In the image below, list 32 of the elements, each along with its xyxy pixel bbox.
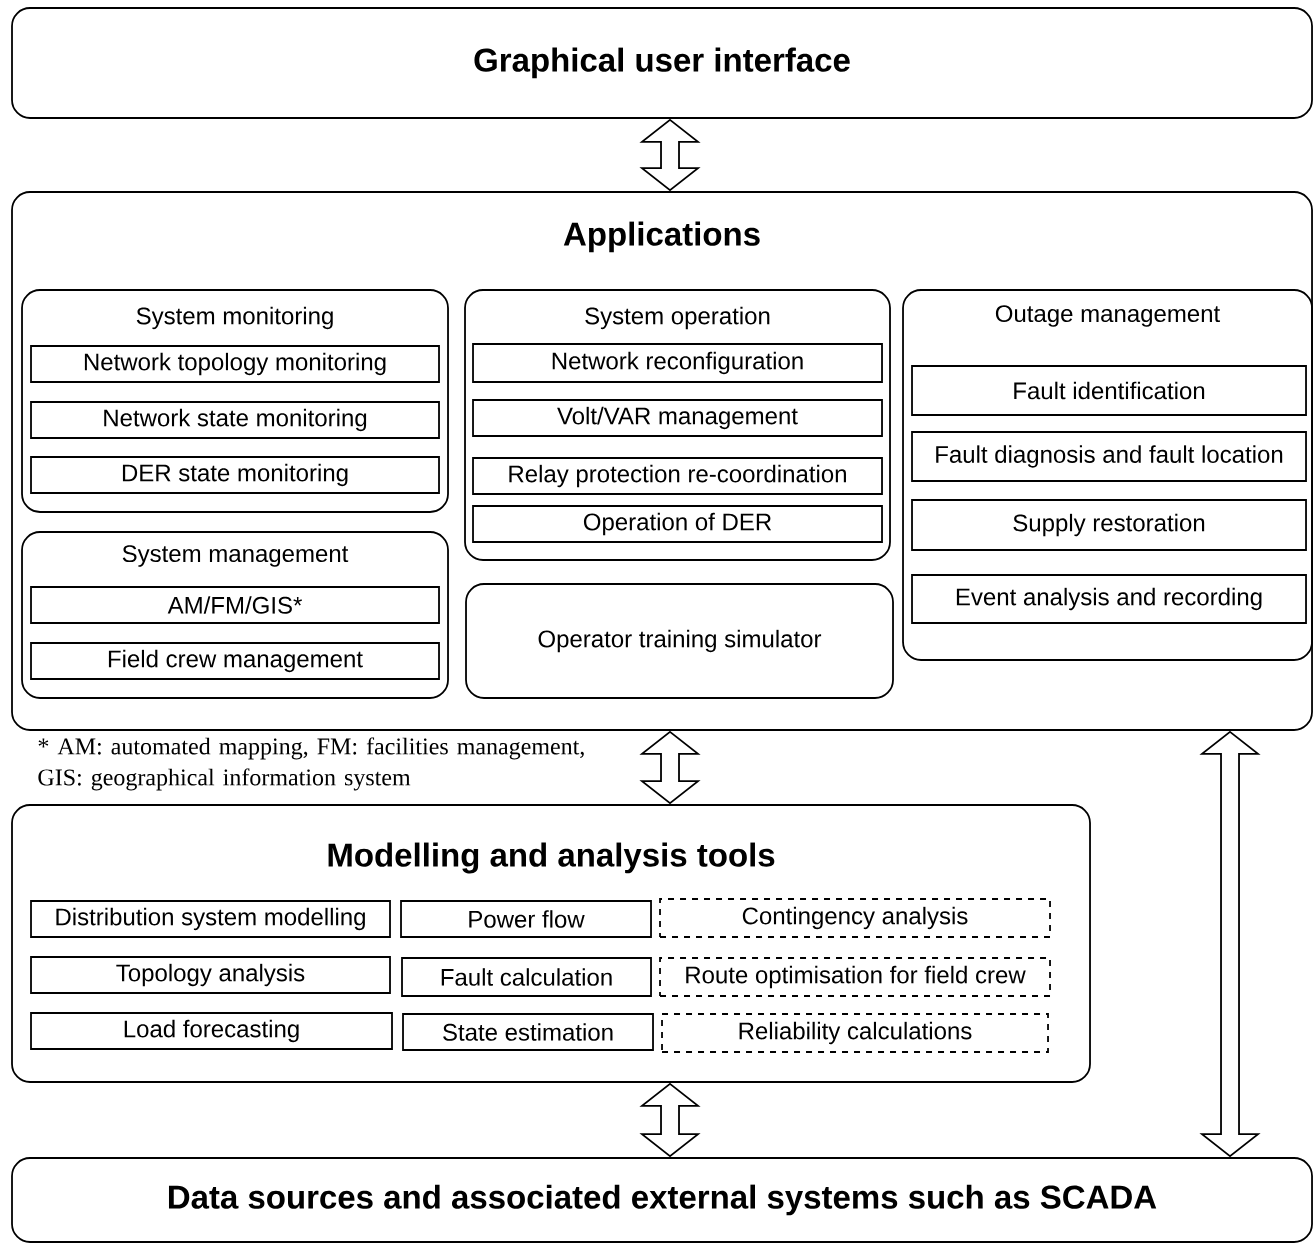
layer-box: Data sources and associated external systems such as SCADA <box>11 1157 1313 1243</box>
function-box: Topology analysis <box>30 956 391 994</box>
footnote: * AM: automated mapping, FM: facilities management, GIS: geographical information system <box>38 737 584 791</box>
function-box: Operation of DER <box>472 505 883 543</box>
function-box: AM/FM/GIS* <box>30 586 440 624</box>
function-box: DER state monitoring <box>30 456 440 494</box>
function-box: Relay protection re-coordination <box>472 457 883 495</box>
function-box: Power flow <box>400 900 652 938</box>
group-heading: Outage management <box>995 305 1221 327</box>
function-box: Field crew management <box>30 642 440 680</box>
function-box: Network topology monitoring <box>30 345 440 383</box>
function-box: Reliability calculations <box>661 1013 1049 1053</box>
function-box: Network state monitoring <box>30 401 440 439</box>
function-box: Fault calculation <box>401 957 652 997</box>
function-box: Contingency analysis <box>659 898 1051 938</box>
function-box: Supply restoration <box>911 499 1307 551</box>
function-box: State estimation <box>402 1013 654 1051</box>
layer-box: Graphical user interface <box>11 7 1313 119</box>
function-box: Operator training simulator <box>465 583 894 699</box>
group-heading: Modelling and analysis tools <box>328 842 775 874</box>
function-box: Load forecasting <box>30 1012 393 1050</box>
group-heading: System monitoring <box>136 306 333 330</box>
function-box: Volt/VAR management <box>472 399 883 437</box>
function-box: Route optimisation for field crew <box>659 957 1051 997</box>
function-box: Network reconfiguration <box>472 343 883 383</box>
function-box: Distribution system modelling <box>30 900 391 938</box>
function-box: Fault identification <box>911 365 1307 416</box>
group-heading: System management <box>122 545 349 567</box>
group-heading: Applications <box>563 221 760 253</box>
function-box: Event analysis and recording <box>911 574 1307 624</box>
function-box: Fault diagnosis and fault location <box>911 431 1307 482</box>
group-heading: System operation <box>585 306 770 330</box>
